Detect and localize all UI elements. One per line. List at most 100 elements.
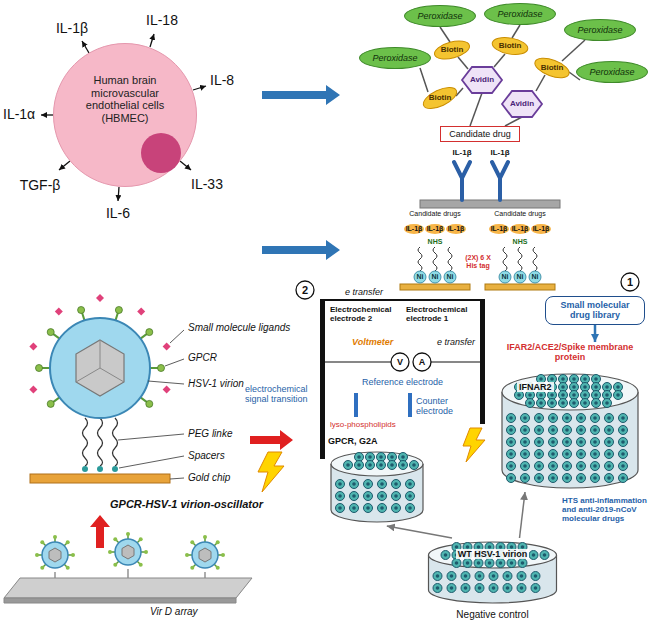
interleukin-label: IL-1β bbox=[448, 225, 465, 233]
part-label: GPCR bbox=[188, 352, 217, 364]
dish-drawing bbox=[535, 438, 544, 447]
virion-array bbox=[4, 532, 252, 603]
detection-assay bbox=[512, 25, 520, 38]
virion-oscillator bbox=[150, 367, 158, 369]
electrode-label: Electrochemical electrode 2 bbox=[330, 305, 404, 323]
virion-oscillator bbox=[119, 456, 184, 468]
dish-drawing bbox=[535, 474, 544, 483]
dish-drawing bbox=[619, 450, 628, 459]
capture-chip bbox=[514, 271, 526, 283]
dish-drawing bbox=[364, 504, 373, 513]
dish-drawing bbox=[535, 414, 544, 423]
virion-oscillator bbox=[98, 418, 103, 466]
node-subtext: IFNAR2 bbox=[517, 382, 554, 392]
dish-drawing bbox=[521, 474, 530, 483]
cytokine-label: IL-1β bbox=[56, 20, 88, 36]
cytokine-label: IL-6 bbox=[106, 205, 130, 221]
capture-chip bbox=[404, 224, 424, 234]
dish-drawing bbox=[605, 426, 614, 435]
dish-drawing bbox=[336, 504, 345, 513]
dish-drawing bbox=[489, 572, 498, 581]
capture-chip bbox=[510, 224, 530, 234]
dish-drawing bbox=[591, 414, 600, 423]
screening-label: HTS anti-inflammation and anti-2019-nCoV… bbox=[562, 496, 654, 524]
capture-chip bbox=[425, 224, 445, 234]
dish-drawing bbox=[517, 572, 526, 581]
dish-drawing bbox=[559, 399, 568, 408]
dish-drawing bbox=[521, 462, 530, 471]
virion-oscillator bbox=[78, 307, 85, 314]
virion-oscillator bbox=[83, 418, 88, 466]
lipid-label: lyso-phospholipids bbox=[330, 420, 396, 429]
interleukin-label: IL-1β bbox=[406, 225, 423, 233]
detection-assay bbox=[420, 25, 585, 208]
virion-oscillator bbox=[83, 418, 118, 466]
dish-drawing bbox=[577, 426, 586, 435]
nhs-label: NHS bbox=[428, 238, 443, 246]
dish-drawing bbox=[463, 559, 472, 568]
capture-chip bbox=[418, 247, 537, 271]
virion-oscillator bbox=[76, 340, 124, 382]
node-text: Peroxidase bbox=[589, 67, 634, 77]
dish-drawing bbox=[474, 559, 483, 568]
enzyme-ellipse: Peroxidase bbox=[484, 3, 556, 25]
virion-oscillator bbox=[165, 359, 184, 366]
dish-drawing bbox=[570, 399, 579, 408]
transfer-label: e transfer bbox=[437, 337, 475, 347]
biotin-label: Biotin bbox=[441, 45, 464, 54]
dish-drawing bbox=[378, 504, 387, 513]
dish-drawing bbox=[614, 391, 623, 400]
capture-chip bbox=[444, 271, 456, 283]
meter-letter: V bbox=[397, 357, 403, 367]
virion-oscillator bbox=[118, 330, 184, 479]
interleukin-label: IL-1β bbox=[427, 225, 444, 233]
dish-drawing bbox=[535, 426, 544, 435]
interleukin-label: IL-1β bbox=[512, 225, 529, 233]
dish-cylinder: WT HSV-1 virionNegative control bbox=[425, 538, 560, 624]
enzyme-ellipse: Peroxidase bbox=[564, 19, 636, 41]
dish-drawing bbox=[591, 450, 600, 459]
cytokine-arrows bbox=[82, 41, 89, 53]
dish-drawing bbox=[507, 450, 516, 459]
interleukin-label: IL-1β bbox=[491, 225, 508, 233]
cytokine-label: TGF-β bbox=[20, 177, 61, 193]
drug-box: Candidate drug bbox=[440, 126, 520, 142]
interleukin-label: IL-1β bbox=[452, 148, 471, 157]
dish-drawing bbox=[577, 462, 586, 471]
detection-assay bbox=[440, 27, 450, 42]
dish-drawing bbox=[549, 450, 558, 459]
virion-oscillator bbox=[29, 342, 37, 350]
electrochemical-cell bbox=[391, 353, 409, 371]
node-subtext: Negative control bbox=[456, 609, 528, 621]
dish-drawing bbox=[461, 584, 470, 593]
nhs-label: NHS bbox=[513, 238, 528, 246]
cytokine-label: IL-18 bbox=[146, 12, 178, 28]
electrochemical-cell bbox=[431, 361, 480, 362]
voltmeter-label: Voltmeter bbox=[352, 337, 393, 347]
dish-drawing bbox=[378, 492, 387, 501]
annotation-label: electrochemical signal transition bbox=[245, 384, 318, 405]
capture-chip bbox=[404, 224, 551, 234]
dish-drawing bbox=[577, 438, 586, 447]
candidate-drugs-label: Candidate drugs bbox=[494, 210, 545, 218]
dish-drawing bbox=[475, 584, 484, 593]
virion-oscillator bbox=[146, 400, 153, 407]
dish-drawing bbox=[548, 399, 557, 408]
dish-drawing bbox=[366, 461, 375, 470]
detection-assay bbox=[470, 93, 482, 126]
capture-chip bbox=[531, 224, 551, 234]
his-tag-label: (2X) 6 X His tag bbox=[460, 254, 496, 270]
electrochemical-cell bbox=[354, 393, 358, 417]
capture-chip bbox=[429, 271, 441, 283]
dish-drawing bbox=[549, 426, 558, 435]
virion-oscillator bbox=[141, 397, 147, 402]
avidin-label: Avidin bbox=[470, 75, 494, 84]
dish-drawing bbox=[529, 551, 538, 560]
dish-drawing bbox=[577, 474, 586, 483]
capture-chip bbox=[518, 247, 522, 271]
dish-drawing bbox=[535, 450, 544, 459]
virion-oscillator bbox=[29, 294, 170, 394]
virion-array bbox=[185, 535, 225, 570]
virion-oscillator bbox=[112, 466, 118, 472]
